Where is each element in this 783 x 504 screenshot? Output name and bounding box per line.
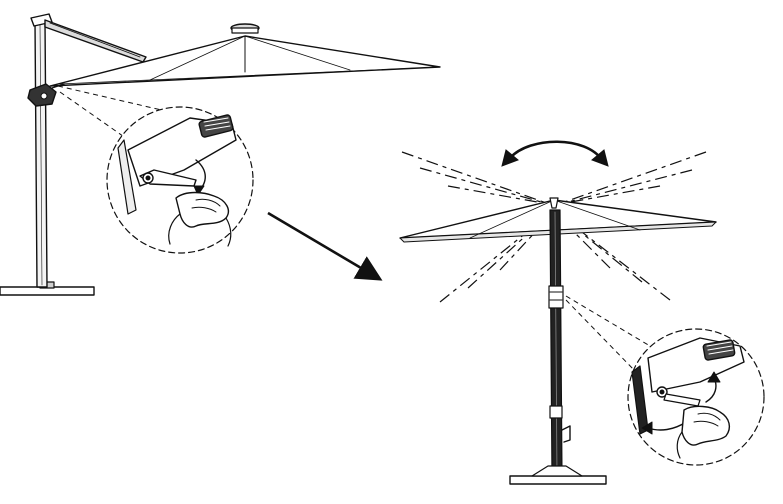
arrow-right-icon [267, 211, 383, 281]
cantilever-umbrella-icon [0, 13, 441, 296]
double-headed-curved-arrow-icon [501, 140, 609, 167]
leader-line-right [565, 295, 651, 347]
leader-line-right-2 [565, 299, 637, 373]
cantilever-arm [44, 19, 147, 63]
tilted-umbrella-icon [399, 197, 717, 485]
hand-right [681, 405, 731, 446]
tilt-crank-detail-icon [106, 106, 254, 254]
tilt-release-detail-icon [627, 328, 765, 466]
base-right [509, 475, 607, 485]
tilt-collar [548, 285, 564, 309]
